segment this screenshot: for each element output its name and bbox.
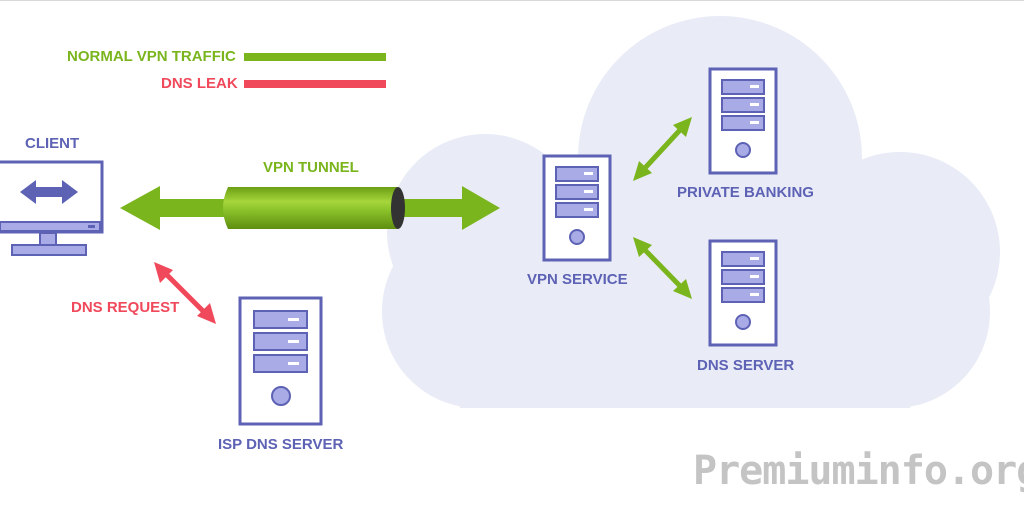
dns-server-icon: [708, 239, 778, 347]
legend-green-line: [244, 53, 386, 61]
vpn-tunnel-arrow: [120, 186, 500, 230]
vpn-service-server-icon: [542, 154, 612, 262]
client-label: CLIENT: [25, 135, 80, 152]
cloud-shape: [382, 16, 1000, 408]
dns-request-arrow: [154, 262, 216, 324]
client-monitor-icon: [0, 160, 104, 256]
vpn-to-banking-arrow: [633, 117, 692, 181]
vpn-to-dns-server-arrow: [633, 237, 692, 299]
vpn-tunnel-label: VPN TUNNEL: [263, 159, 359, 176]
legend-normal-vpn-traffic-label: NORMAL VPN TRAFFIC: [67, 48, 236, 65]
private-banking-server-icon: [708, 67, 778, 175]
dns-request-label: DNS REQUEST: [71, 299, 180, 316]
watermark-text: Premiuminfo.org: [693, 448, 1024, 494]
top-border: [0, 0, 1024, 1]
legend-dns-leak-label: DNS LEAK: [161, 75, 238, 92]
vpn-service-label: VPN SERVICE: [527, 271, 628, 288]
isp-dns-server-label: ISP DNS SERVER: [218, 436, 344, 453]
legend-red-line: [244, 80, 386, 88]
private-banking-label: PRIVATE BANKING: [677, 184, 814, 201]
isp-dns-server-icon: [238, 296, 323, 426]
dns-server-label: DNS SERVER: [697, 357, 795, 374]
